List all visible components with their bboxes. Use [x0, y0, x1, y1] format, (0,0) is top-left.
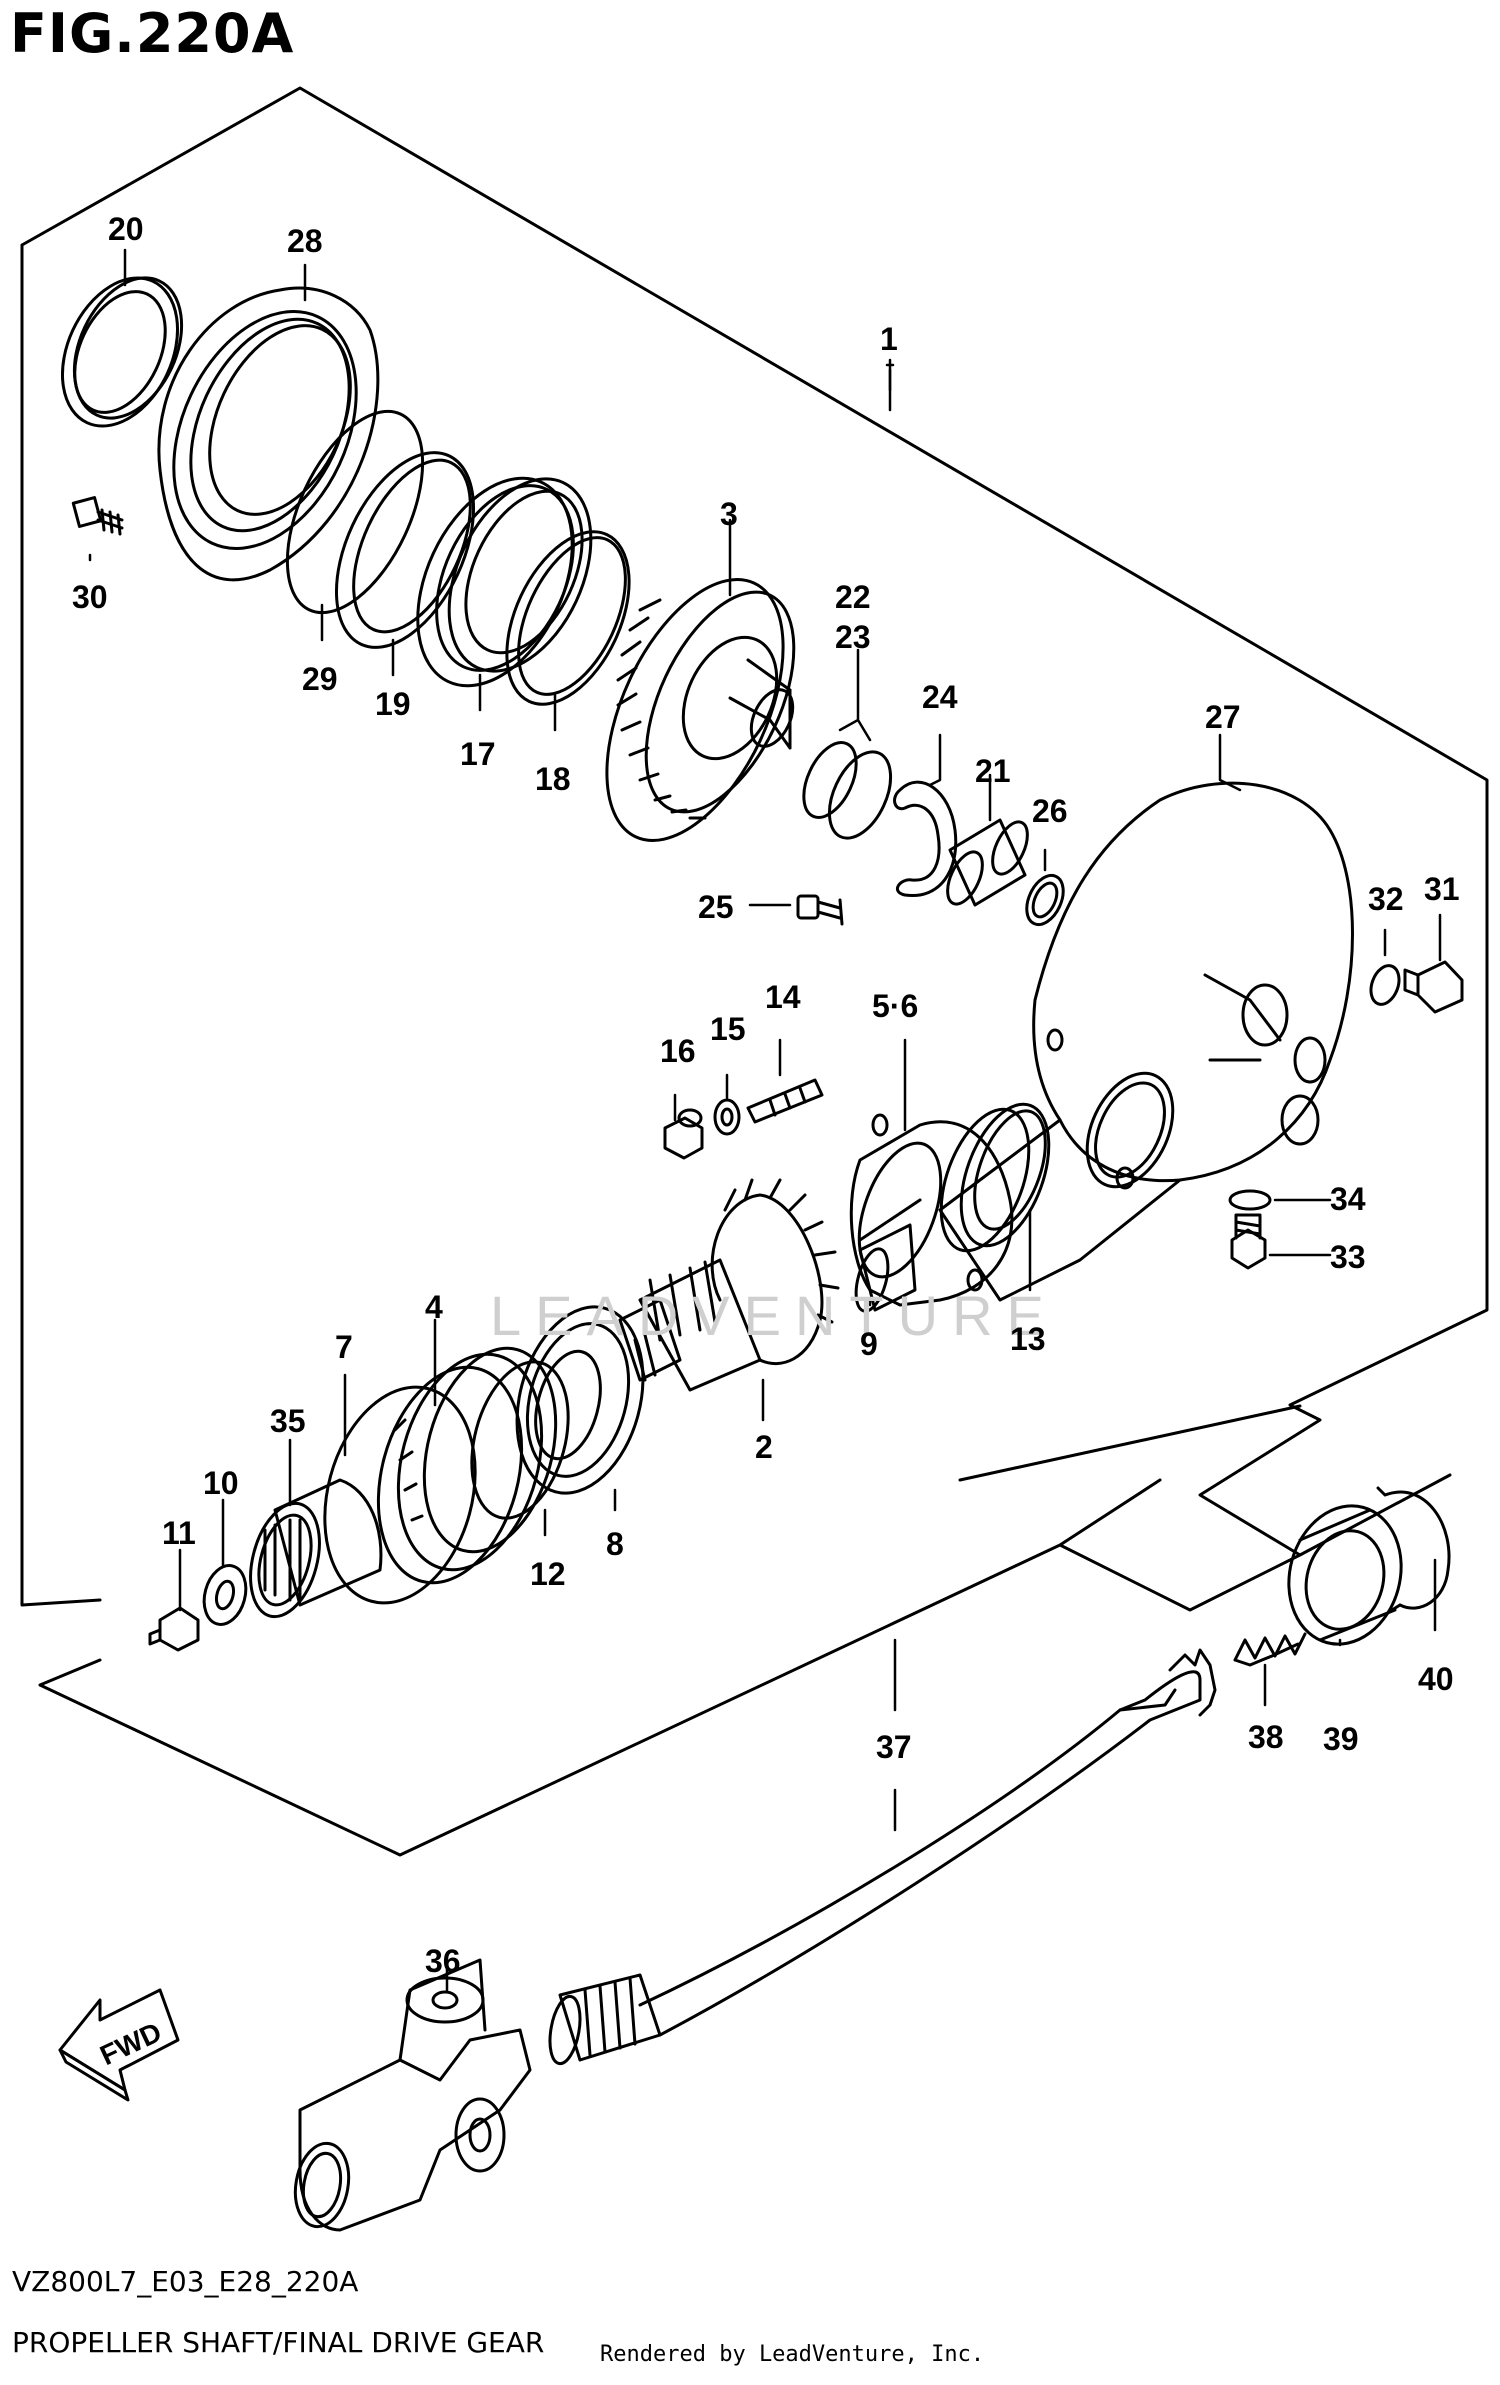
- nut-11: [148, 1606, 200, 1652]
- figure-title: FIG.220A: [10, 2, 295, 65]
- bolt-25: [796, 894, 844, 926]
- nut-16: [663, 1108, 704, 1160]
- callout-2: 2: [755, 1429, 773, 1465]
- callout-29: 29: [302, 661, 338, 697]
- shim-13: [939, 1102, 1051, 1253]
- collar-26: [1025, 873, 1065, 927]
- shim-12: [470, 1360, 570, 1520]
- callout-16: 16: [660, 1033, 696, 1069]
- callout-24: 24: [922, 679, 958, 715]
- callout-18: 18: [535, 761, 571, 797]
- bearing-9: [854, 1223, 917, 1313]
- callout-3: 3: [720, 496, 738, 532]
- render-credit: Rendered by LeadVenture, Inc.: [600, 2342, 985, 2367]
- callout-30: 30: [72, 579, 108, 615]
- bearing-housing-5-6: [849, 1113, 1014, 1307]
- propeller-shaft-37: [548, 1648, 1217, 2066]
- callout-13: 13: [1010, 1321, 1046, 1357]
- bearing-17: [416, 476, 593, 688]
- callout-12: 12: [530, 1556, 566, 1592]
- final-driven-gear-3: [605, 578, 796, 842]
- stud-14: [746, 1078, 824, 1124]
- shim-22: [802, 741, 858, 819]
- final-gear-case-27: [938, 781, 1354, 1302]
- drain-bolt-33: [1230, 1213, 1267, 1270]
- callout-35: 35: [270, 1403, 306, 1439]
- final-drive-pinion-2: [618, 1178, 840, 1392]
- callout-27: 27: [1205, 699, 1241, 735]
- callout-14: 14: [765, 979, 801, 1015]
- callout-32: 32: [1368, 881, 1404, 917]
- watermark-text: LEADVENTURE: [490, 1284, 1058, 1347]
- callout-11: 11: [162, 1515, 196, 1551]
- filler-cap-31: [1403, 960, 1464, 1014]
- leader-lines: [88, 248, 1442, 1992]
- callout-38: 38: [1248, 1719, 1284, 1755]
- callout-1: 1: [880, 321, 898, 357]
- callout-31: 31: [1424, 871, 1460, 907]
- callout-36: 36: [425, 1943, 461, 1979]
- callout-37: 37: [876, 1729, 912, 1765]
- universal-joint-36: [293, 1958, 532, 2232]
- o-ring-29: [285, 409, 425, 615]
- callout-9: 9: [860, 1326, 878, 1362]
- oil-seal-20: [60, 276, 184, 428]
- callout-28: 28: [287, 223, 323, 259]
- needle-bearing-21: [946, 818, 1029, 907]
- shim-18: [505, 530, 631, 706]
- callout-10: 10: [203, 1465, 239, 1501]
- dust-cover-39: [1287, 1504, 1403, 1646]
- callout-21: 21: [975, 753, 1011, 789]
- figure-description: PROPELLER SHAFT/FINAL DRIVE GEAR: [12, 2326, 545, 2359]
- callout-labels: 1 2 3 4 5·6 7 8 9 10 11 12 13 14 15 16 1…: [72, 211, 1460, 1979]
- callout-26: 26: [1032, 793, 1068, 829]
- callout-40: 40: [1418, 1661, 1454, 1697]
- retaining-plate-24: [893, 780, 958, 898]
- spring-38: [1233, 1632, 1307, 1667]
- callout-33: 33: [1330, 1239, 1366, 1275]
- callout-4: 4: [425, 1289, 443, 1325]
- callout-39: 39: [1323, 1721, 1359, 1757]
- callout-19: 19: [375, 686, 411, 722]
- gasket-34: [1228, 1189, 1272, 1211]
- o-ring-7: [323, 1385, 477, 1605]
- washer-10: [202, 1564, 248, 1626]
- callout-15: 15: [710, 1011, 746, 1047]
- bolt-30: [71, 496, 124, 536]
- gasket-32: [1369, 964, 1401, 1006]
- callout-34: 34: [1330, 1181, 1366, 1217]
- assembly-boundary: [20, 86, 1489, 1857]
- model-code: VZ800L7_E03_E28_220A: [12, 2265, 359, 2298]
- bearing-case-28: [157, 286, 380, 582]
- callout-17: 17: [460, 736, 496, 772]
- callout-23: 23: [835, 619, 871, 655]
- fwd-arrow-icon: [58, 1988, 180, 2102]
- washer-15: [713, 1098, 741, 1136]
- shim-23: [827, 750, 893, 840]
- callout-7: 7: [335, 1329, 353, 1365]
- coupling-35: [249, 1478, 383, 1619]
- callout-5-6: 5·6: [872, 988, 918, 1024]
- circlip-40: [1376, 1486, 1451, 1612]
- callout-20: 20: [108, 211, 144, 247]
- callout-8: 8: [606, 1526, 624, 1562]
- callout-25: 25: [698, 889, 734, 925]
- callout-22: 22: [835, 579, 871, 615]
